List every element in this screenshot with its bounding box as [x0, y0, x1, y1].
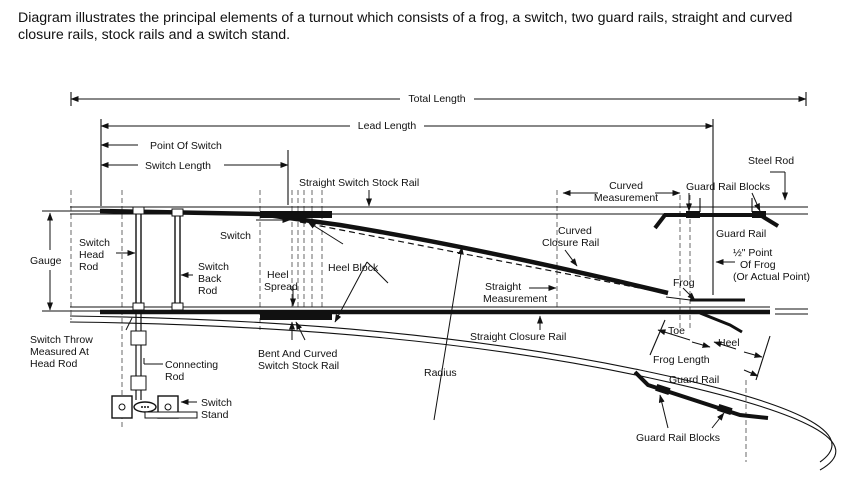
track: [69, 198, 837, 471]
label-switch-head-rod-1: Switch: [79, 237, 110, 249]
label-switch-length: Switch Length: [145, 160, 211, 172]
label-heel-spread-1: Heel: [267, 269, 289, 281]
label-switch-stand-2: Stand: [201, 409, 229, 421]
dimension-lines: [42, 92, 807, 381]
label-connecting-rod-2: Rod: [165, 371, 184, 383]
label-straight-closure-rail: Straight Closure Rail: [470, 331, 566, 343]
label-guard-rail-blocks-top: Guard Rail Blocks: [686, 181, 770, 193]
label-toe: Toe: [668, 325, 685, 337]
label-guard-rail-bottom: Guard Rail: [669, 374, 719, 386]
label-heel: Heel: [718, 337, 740, 349]
label-half-point-3: (Or Actual Point): [733, 271, 810, 283]
leader-lines: [116, 190, 761, 429]
label-switch-head-rod-3: Rod: [79, 261, 98, 273]
label-connecting-rod-1: Connecting: [165, 359, 218, 371]
guard-rail-bottom: [633, 370, 769, 420]
frog: [690, 298, 745, 334]
label-lead-length: Lead Length: [358, 120, 417, 132]
label-bent-curved-1: Bent And Curved: [258, 348, 338, 360]
label-straight-measurement-1: Straight: [485, 281, 521, 293]
label-switch-throw-1: Switch Throw: [30, 334, 93, 346]
label-guard-rail-top: Guard Rail: [716, 228, 766, 240]
label-curved-closure-rail-2: Closure Rail: [542, 237, 599, 249]
extension-lines: [70, 190, 747, 462]
label-switch-head-rod-2: Head: [79, 249, 104, 261]
label-switch-stand-1: Switch: [201, 397, 232, 409]
label-straight-measurement-2: Measurement: [483, 293, 547, 305]
label-frog-length: Frog Length: [653, 354, 710, 366]
label-switch-back-rod-2: Back: [198, 273, 222, 285]
label-point-of-switch: Point Of Switch: [150, 140, 222, 152]
label-straight-switch-stock-rail: Straight Switch Stock Rail: [299, 177, 419, 189]
label-switch-back-rod-1: Switch: [198, 261, 229, 273]
label-curved-measurement-2: Measurement: [594, 192, 658, 204]
label-switch-back-rod-3: Rod: [198, 285, 217, 297]
label-steel-rod: Steel Rod: [748, 155, 794, 167]
label-half-point-1: ½" Point: [733, 247, 772, 259]
label-gauge: Gauge: [30, 255, 62, 267]
label-heel-block: Heel Block: [328, 262, 379, 274]
label-half-point-2: Of Frog: [740, 259, 776, 271]
label-curved-measurement-1: Curved: [609, 180, 643, 192]
label-switch: Switch: [220, 230, 251, 242]
heel-block-bottom: [260, 313, 332, 320]
label-curved-closure-rail-1: Curved: [558, 225, 592, 237]
label-radius: Radius: [424, 367, 457, 379]
guard-rail-top: [653, 213, 780, 230]
label-switch-throw-2: Measured At: [30, 346, 89, 358]
label-switch-throw-3: Head Rod: [30, 358, 77, 370]
switch-stand: [111, 395, 198, 419]
curved-stock-rail: [69, 315, 833, 463]
label-bent-curved-2: Switch Stock Rail: [258, 360, 339, 372]
diagram-caption: Diagram illustrates the principal elemen…: [18, 10, 793, 43]
switch-point-rail: [99, 208, 669, 296]
heel-block-top: [260, 211, 332, 218]
label-guard-rail-blocks-bottom: Guard Rail Blocks: [636, 432, 720, 444]
label-heel-spread-2: Spread: [264, 281, 298, 293]
label-frog: Frog: [673, 277, 695, 289]
label-total-length: Total Length: [408, 93, 465, 105]
labels: Total Length Lead Length Point Of Switch…: [30, 93, 810, 444]
